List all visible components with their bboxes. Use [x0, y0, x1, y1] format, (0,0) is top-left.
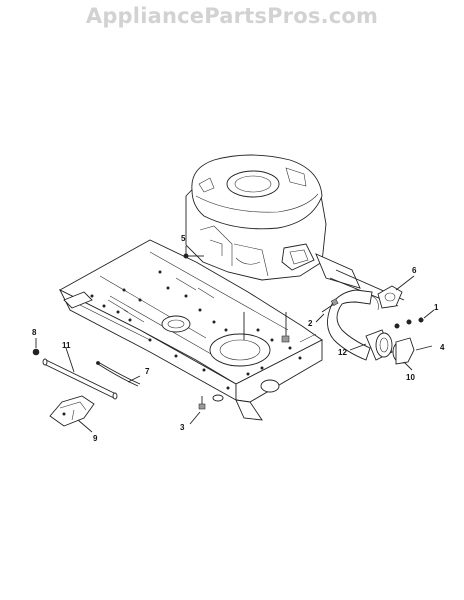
part-5-screw — [183, 253, 204, 259]
callout-8: 8 — [32, 328, 37, 337]
watermark: AppliancePartsPros.com — [85, 4, 379, 28]
part-8-nut — [32, 348, 40, 356]
callout-2: 2 — [308, 319, 313, 328]
tractor-frame — [58, 239, 323, 421]
callout-6: 6 — [412, 266, 417, 275]
part-12-exhaust-pipe — [327, 289, 393, 361]
part-1-nuts — [394, 317, 424, 329]
callout-11: 11 — [62, 341, 71, 350]
leader-lines — [35, 246, 435, 433]
callout-1: 1 — [434, 303, 439, 312]
part-2-bolt — [321, 298, 339, 313]
part-7-cable-tie — [96, 361, 141, 387]
part-11-rod — [42, 358, 118, 400]
callout-labels: 1 2 3 4 5 6 7 8 9 10 11 12 — [32, 234, 445, 443]
callout-12: 12 — [338, 348, 347, 357]
callout-4: 4 — [440, 343, 445, 352]
part-9-bracket — [49, 395, 95, 427]
part-6-gasket — [377, 285, 403, 309]
callout-9: 9 — [93, 434, 98, 443]
part-10-muffler-end — [392, 337, 415, 365]
callout-10: 10 — [406, 373, 415, 382]
callout-3: 3 — [180, 423, 185, 432]
callout-7: 7 — [145, 367, 150, 376]
callout-5: 5 — [181, 234, 186, 243]
engine-assembly — [185, 154, 405, 307]
part-3-bolt — [198, 396, 206, 410]
